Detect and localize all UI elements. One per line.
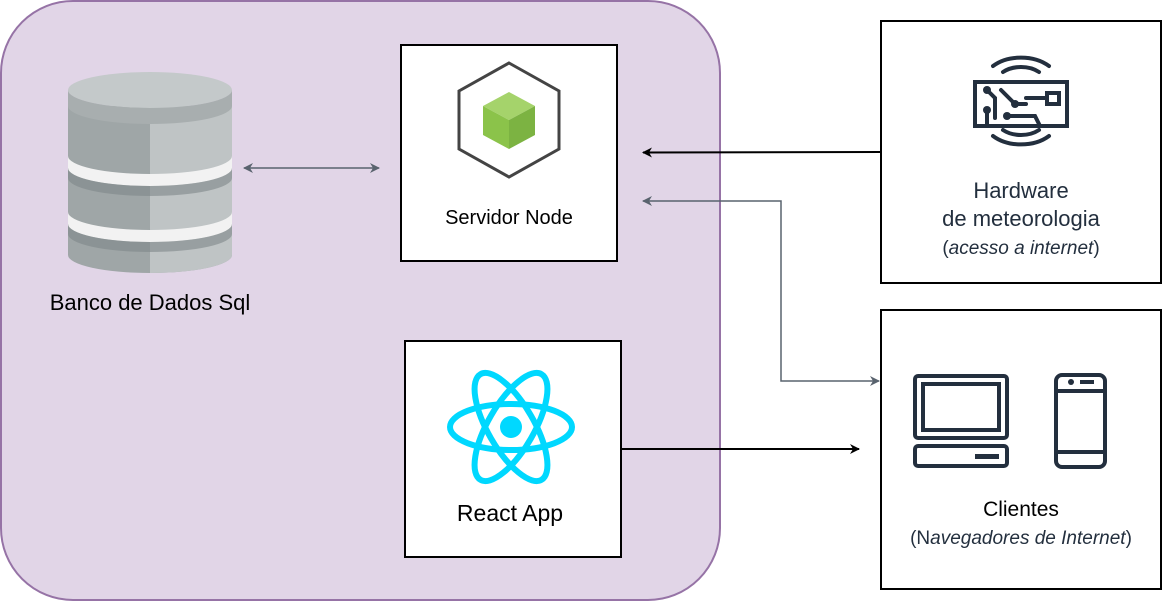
mobile-phone-icon	[1054, 373, 1107, 469]
hardware-to-server-arrow	[642, 147, 882, 158]
iot-circuit-board-icon	[973, 55, 1069, 147]
clients-note-open: (N	[910, 528, 931, 549]
hardware-box	[880, 20, 1162, 284]
hardware-title-line1: Hardware	[973, 178, 1069, 203]
clients-note: (Navegadores de Internet)	[881, 528, 1161, 550]
server-clients-connector	[642, 196, 880, 386]
clients-box	[880, 309, 1162, 590]
database-label: Banco de Dados Sql	[49, 290, 251, 315]
react-app-label: React App	[456, 500, 564, 526]
react-atom-icon	[447, 369, 575, 485]
node-server-label: Servidor Node	[445, 207, 573, 229]
nodejs-cube-icon	[457, 61, 561, 179]
hardware-note: (acesso a internet)	[881, 238, 1161, 260]
clients-title: Clientes	[983, 498, 1059, 521]
hardware-note-close: )	[1093, 238, 1100, 259]
clients-note-close: )	[1125, 528, 1132, 549]
clients-note-text: avegadores de Internet	[930, 528, 1126, 549]
hardware-note-open: (	[942, 238, 949, 259]
desktop-computer-icon	[913, 374, 1009, 468]
hardware-note-text: acesso a internet	[948, 238, 1094, 259]
hardware-title-line2: de meteorologia	[942, 206, 1100, 231]
database-cylinder-icon	[68, 72, 232, 273]
